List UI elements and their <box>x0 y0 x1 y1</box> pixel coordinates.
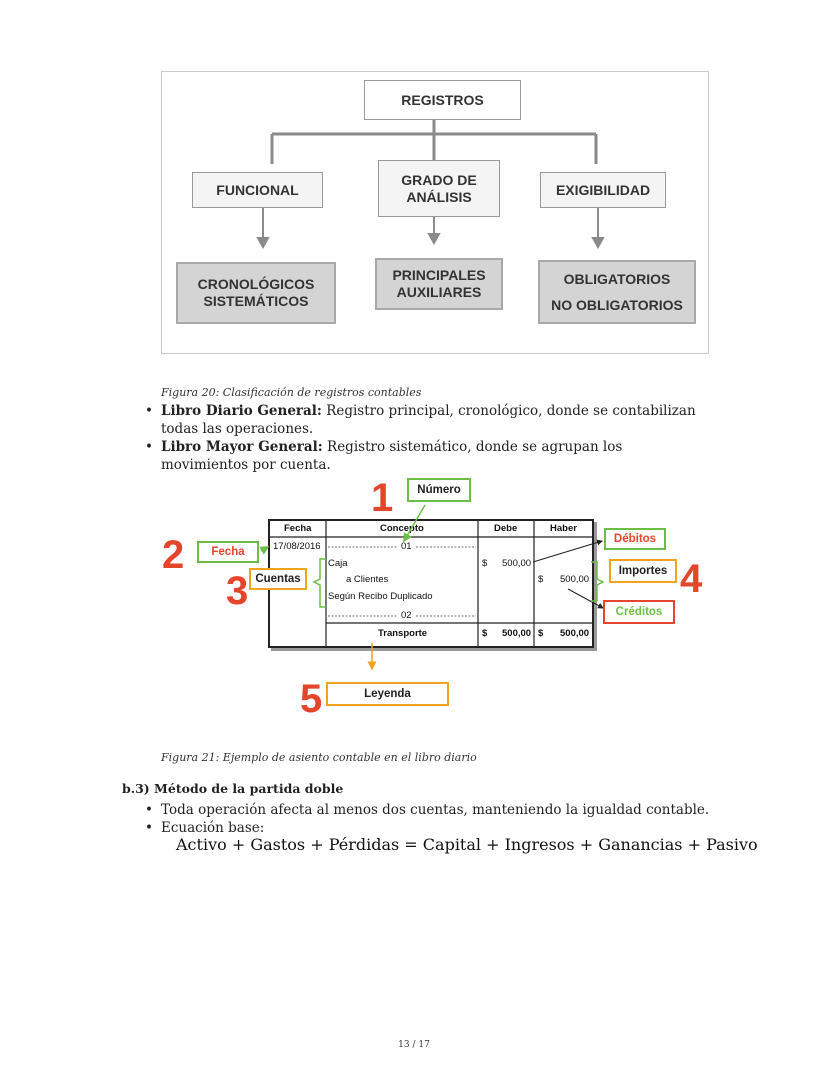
cuentas-label: Cuentas <box>249 568 307 590</box>
grado-analisis-box: GRADO DE ANÁLISIS <box>378 160 500 217</box>
list-item: Libro Mayor General: Registro sistemátic… <box>143 438 713 474</box>
account-caja: Caja <box>328 558 348 569</box>
callout-number-3: 3 <box>226 569 249 613</box>
list-item: Libro Diario General: Registro principal… <box>143 402 713 438</box>
entry-date: 17/08/2016 <box>273 541 321 552</box>
page-number: 13 / 17 <box>398 1040 430 1050</box>
leyenda-label: Leyenda <box>326 682 449 706</box>
obligatorios-box: OBLIGATORIOS NO OBLIGATORIOS <box>538 260 696 324</box>
credit-amount: 500,00 <box>560 574 590 585</box>
list-item-text: Registro principal, cronológico, donde s… <box>161 403 696 437</box>
transport-credit-currency: $ <box>538 628 544 639</box>
list-item-term: Libro Mayor General: <box>161 439 323 455</box>
th-debe: Debe <box>494 523 518 534</box>
transport-debit-amount: 500,00 <box>502 628 532 639</box>
list-item-term: Libro Diario General: <box>161 403 322 419</box>
transport-debit-currency: $ <box>482 628 488 639</box>
callout-number-2: 2 <box>162 533 185 577</box>
obligatorios-label: OBLIGATORIOS <box>563 271 671 287</box>
debit-currency: $ <box>482 558 488 569</box>
th-fecha: Fecha <box>284 523 312 534</box>
principales-box: PRINCIPALES AUXILIARES <box>375 258 503 310</box>
figure-21-arrows <box>259 504 605 671</box>
credit-currency: $ <box>538 574 544 585</box>
entry-legend: Según Recibo Duplicado <box>328 591 433 602</box>
importes-label: Importes <box>609 559 677 583</box>
numero-label: Número <box>407 478 471 502</box>
creditos-label: Créditos <box>603 600 675 624</box>
registros-box: REGISTROS <box>364 80 521 120</box>
partida-doble-list: Toda operación afecta al menos dos cuent… <box>143 801 723 837</box>
exigibilidad-box: EXIGIBILIDAD <box>540 172 666 208</box>
transport-label: Transporte <box>378 628 428 639</box>
callout-number-5: 5 <box>300 677 323 721</box>
figure-20-connectors <box>256 119 605 250</box>
list-item: Ecuación base: <box>143 819 723 837</box>
transport-credit-amount: 500,00 <box>560 628 590 639</box>
libros-list: Libro Diario General: Registro principal… <box>143 402 713 474</box>
debit-amount: 500,00 <box>502 558 532 569</box>
account-clientes: a Clientes <box>346 574 389 585</box>
funcional-box: FUNCIONAL <box>192 172 323 208</box>
journal-table: Fecha Concepto Debe Haber 17/08/2016 01 … <box>268 519 594 648</box>
section-heading: b.3) Método de la partida doble <box>122 781 344 796</box>
callout-number-4: 4 <box>680 557 703 601</box>
th-concepto: Concepto <box>380 523 424 534</box>
entry-number-1: 01 <box>401 541 412 552</box>
callout-number-1: 1 <box>371 476 394 520</box>
entry-number-2: 02 <box>401 610 412 621</box>
debitos-label: Débitos <box>604 528 666 550</box>
th-haber: Haber <box>550 523 577 534</box>
equation: Activo + Gastos + Pérdidas = Capital + I… <box>176 835 758 854</box>
figure-21-caption: Figura 21: Ejemplo de asiento contable e… <box>161 751 477 764</box>
figure-20: REGISTROS FUNCIONAL GRADO DE ANÁLISIS EX… <box>161 71 709 354</box>
list-item: Toda operación afecta al menos dos cuent… <box>143 801 723 819</box>
figure-20-caption: Figura 20: Clasificación de registros co… <box>161 386 422 399</box>
journal-table-lines <box>270 521 592 646</box>
list-item-text: Registro sistemático, donde se agrupan l… <box>161 439 623 473</box>
figure-21: Fecha Concepto Debe Haber 17/08/2016 01 … <box>150 475 720 720</box>
no-obligatorios-label: NO OBLIGATORIOS <box>551 297 683 313</box>
cronologicos-box: CRONOLÓGICOS SISTEMÁTICOS <box>176 262 336 324</box>
fecha-label: Fecha <box>197 541 259 563</box>
